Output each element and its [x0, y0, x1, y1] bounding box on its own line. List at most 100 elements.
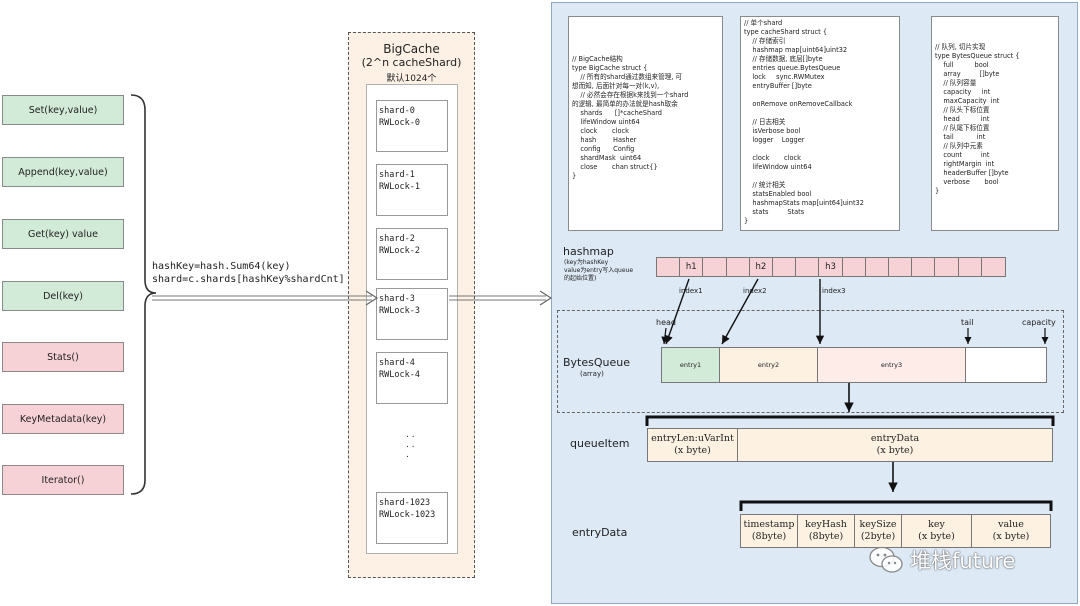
bytesqueue-title: BytesQueue	[563, 356, 631, 369]
watermark-text: 堆栈future	[910, 549, 1016, 573]
bigcache-struct-code: // BigCache结构 type BigCache struct { // …	[568, 16, 723, 231]
shard-lock: RWLock-0	[379, 118, 420, 128]
bytesqueue-head-label: head	[656, 318, 676, 327]
queueitem-field: entryLen:uVarInt (x byte)	[648, 429, 738, 461]
bytesqueue-struct-code: // 队列, 切片实现 type BytesQueue struct { ful…	[931, 16, 1059, 231]
api-stats: Stats()	[2, 342, 124, 372]
entrydata-field-size: (x byte)	[918, 531, 955, 542]
entrydata-field: value (x byte)	[972, 515, 1050, 547]
bigcache-subtitle: (2^n cacheShard)	[361, 56, 462, 69]
index-arrow	[721, 278, 759, 345]
hash-formula: hashKey=hash.Sum64(key) shard=c.shards[h…	[152, 260, 345, 286]
hashmap-cell	[773, 258, 797, 276]
hashmap-note-line2: value为entry写入queue	[564, 267, 634, 274]
queue-entry-label: entry1	[679, 361, 702, 369]
bigcache-default-note: 默认1024个	[386, 74, 437, 84]
bigcache-title: BigCache	[383, 42, 440, 56]
queue-entry: entry2	[720, 348, 818, 382]
bytesqueue-tail-label: tail	[961, 318, 974, 327]
shard-lock: RWLock-3	[379, 306, 420, 316]
watermark: 堆栈future	[868, 545, 1015, 575]
entrydata-row: timestamp (8byte) keyHash (8byte) keySiz…	[740, 514, 1051, 548]
shard-box: shard-4 RWLock-4	[376, 352, 448, 404]
hashmap-array: h1 h2 h3	[656, 257, 1006, 277]
queueitem-field-name: entryData	[870, 433, 920, 444]
entrydata-field-name: keySize	[859, 519, 897, 530]
bytesqueue-array: entry1 entry2 entry3	[661, 347, 1047, 383]
queueitem-field-name: entryLen:uVarInt	[651, 433, 734, 444]
queueitem-field-size: (x byte)	[876, 445, 914, 456]
queueitem-row: entryLen:uVarInt (x byte) entryData (x b…	[647, 428, 1053, 462]
entrydata-field-name: value	[998, 519, 1024, 530]
shard-ellipsis: . . . . .	[406, 430, 415, 460]
hashmap-cell	[959, 258, 982, 276]
hashmap-index-label: index2	[743, 287, 767, 295]
bytesqueue-region	[557, 310, 1064, 413]
entrydata-field-name: keyHash	[805, 519, 847, 530]
detail-arrow-head	[539, 290, 553, 306]
api-set: Set(key,value)	[2, 95, 124, 125]
hashmap-note: (key为hashKey value为entry写入queue 的起始位置)	[564, 259, 633, 283]
hashmap-cell: h3	[819, 258, 843, 276]
queue-entry-label: entry2	[757, 361, 780, 369]
shard-lock: RWLock-1	[379, 182, 420, 192]
shard-box: shard-3 RWLock-3	[376, 288, 448, 340]
entrydata-field: keyHash (8byte)	[798, 515, 855, 547]
entrydata-field: key (x byte)	[902, 515, 972, 547]
entrydata-field-size: (8byte)	[751, 531, 787, 542]
entrydata-title: entryData	[572, 526, 628, 539]
entrydata-field-name: key	[928, 519, 945, 530]
hashmap-cell: h2	[750, 258, 773, 276]
queue-entry: entry3	[818, 348, 966, 382]
hashmap-cell	[727, 258, 750, 276]
head-pointer	[661, 327, 669, 345]
shard-lock: RWLock-1023	[379, 510, 436, 520]
hashmap-cell	[935, 258, 959, 276]
queueitem-title: queueItem	[570, 437, 630, 450]
queue-entry: entry1	[662, 348, 720, 382]
shard-box: shard-1023 RWLock-1023	[376, 492, 448, 544]
shard-box: shard-1 RWLock-1	[376, 164, 448, 216]
hash-formula-line2: shard=c.shards[hashKey%shardCnt]	[152, 274, 345, 285]
shard-name: shard-2	[379, 234, 415, 244]
queueitem-field-size: (x byte)	[674, 445, 711, 456]
hashmap-cell	[866, 258, 889, 276]
api-keymetadata: KeyMetadata(key)	[2, 404, 124, 434]
hash-formula-line1: hashKey=hash.Sum64(key)	[152, 261, 291, 272]
queueitem-field: entryData (x byte)	[738, 429, 1052, 461]
hashmap-cell	[912, 258, 936, 276]
bytesqueue-subtitle: (array)	[580, 370, 604, 378]
api-append: Append(key,value)	[2, 157, 124, 187]
hashmap-note-line3: 的起始位置)	[564, 275, 597, 282]
bytesqueue-capacity-label: capacity	[1022, 318, 1056, 327]
entrydata-field-size: (8byte)	[808, 531, 844, 542]
hashmap-index-label: index3	[822, 287, 846, 295]
shard-name: shard-0	[379, 106, 415, 116]
shard-name: shard-1023	[379, 498, 431, 508]
shard-lock: RWLock-2	[379, 246, 420, 256]
hashmap-cell	[889, 258, 913, 276]
hashmap-cell	[796, 258, 820, 276]
hashmap-index-label: index1	[679, 287, 703, 295]
entrydata-field-size: (x byte)	[992, 531, 1030, 542]
cacheshard-struct-code: // 单个shard type cacheShard struct { // 存…	[740, 16, 900, 231]
shard-box: shard-2 RWLock-2	[376, 228, 448, 280]
wechat-icon	[869, 546, 903, 573]
shard-name: shard-4	[379, 358, 415, 368]
hashmap-title: hashmap	[563, 245, 614, 258]
api-iterator: Iterator()	[2, 465, 124, 495]
hashmap-cell	[843, 258, 866, 276]
queueitem-bracket	[645, 415, 1055, 426]
entrydata-field: timestamp (8byte)	[741, 515, 798, 547]
entrydata-field: keySize (2byte)	[855, 515, 902, 547]
hashmap-cell: h1	[680, 258, 704, 276]
shard-name: shard-1	[379, 170, 415, 180]
shard-box: shard-0 RWLock-0	[376, 100, 448, 152]
hashmap-note-line1: (key为hashKey	[564, 259, 609, 266]
route-arrow-head	[365, 290, 379, 306]
entrydata-field-name: timestamp	[743, 519, 795, 530]
entrydata-bracket	[739, 500, 1053, 511]
queue-entry-label: entry3	[880, 361, 903, 369]
api-brace	[130, 94, 157, 495]
